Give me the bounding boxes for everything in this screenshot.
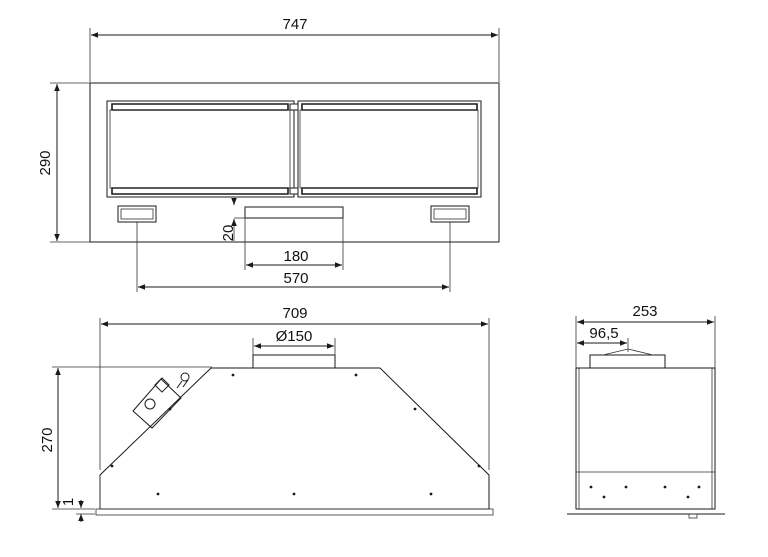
base-label-1: 1 xyxy=(60,498,77,506)
side-view-screws xyxy=(110,373,481,496)
cable-gland-icon xyxy=(180,372,190,382)
end-body xyxy=(575,367,716,510)
height-dimension-270: 270 xyxy=(39,366,212,510)
end-duct-collar xyxy=(589,354,666,369)
outlet-width-label-180: 180 xyxy=(283,248,308,265)
width-label-709: 709 xyxy=(282,305,307,322)
duct-collar xyxy=(252,354,336,369)
width-dimension-253: 253 xyxy=(575,303,716,368)
control-slot xyxy=(244,206,344,219)
grease-filter-right xyxy=(297,100,482,198)
width-label-253: 253 xyxy=(632,303,657,320)
duct-diameter-dimension-150: Ø150 xyxy=(252,328,336,356)
front-panel-frame xyxy=(89,82,500,243)
base-plate xyxy=(95,508,494,516)
width-label-747: 747 xyxy=(282,16,307,33)
filter-offset-dimension-20: 20 xyxy=(220,198,246,241)
base-dimension-1: 1 xyxy=(60,498,95,522)
height-dimension-290: 290 xyxy=(37,82,90,243)
end-view-screws xyxy=(589,485,701,499)
duct-offset-label-96-5: 96,5 xyxy=(589,325,618,342)
lamp-right xyxy=(430,205,470,223)
lamp-spacing-label-570: 570 xyxy=(283,270,308,287)
hood-body-outline xyxy=(99,367,490,510)
width-dimension-747: 747 xyxy=(89,16,500,82)
lamp-spacing-dimension-570: 570 xyxy=(136,222,451,292)
end-view: 253 96,5 xyxy=(567,303,725,519)
control-dial-icon xyxy=(144,398,156,410)
lamp-left xyxy=(117,205,157,223)
grease-filter-left xyxy=(106,100,295,198)
outlet-width-dimension-180: 180 xyxy=(244,218,344,270)
control-box xyxy=(132,372,190,429)
width-dimension-709: 709 xyxy=(99,305,490,470)
filter-clip-bottom xyxy=(289,187,299,195)
duct-offset-dimension-96-5: 96,5 xyxy=(577,325,629,352)
front-view: 747 290 xyxy=(37,16,500,292)
height-label-290: 290 xyxy=(37,150,54,175)
filter-clip-top xyxy=(289,103,299,111)
height-label-270: 270 xyxy=(39,427,56,452)
side-view: 709 Ø150 270 1 xyxy=(39,305,494,522)
duct-diameter-label-150: Ø150 xyxy=(276,328,313,345)
filter-offset-label-20: 20 xyxy=(220,225,237,242)
